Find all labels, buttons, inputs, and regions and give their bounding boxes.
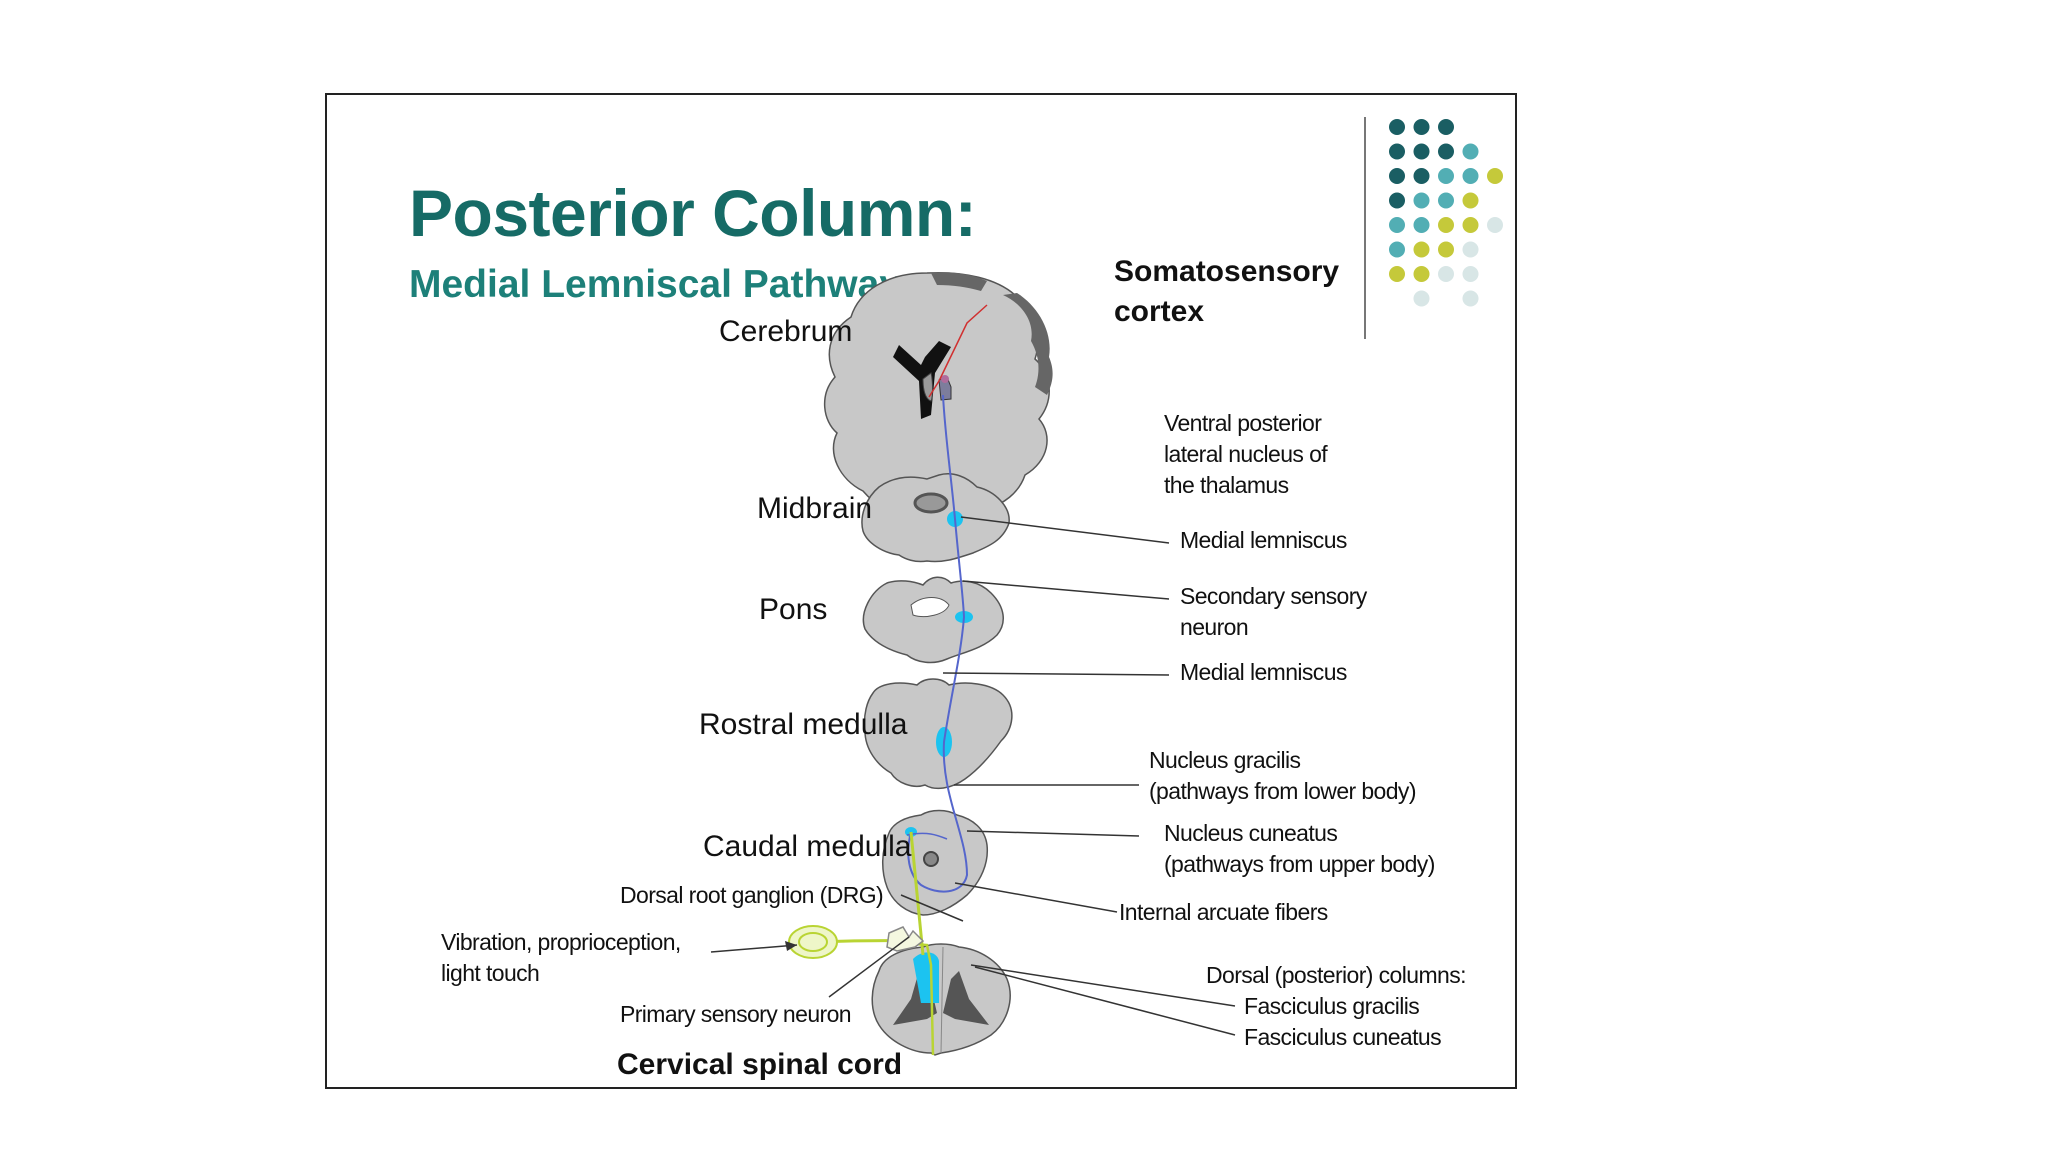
label-vpl-line3: the thalamus bbox=[1164, 472, 1289, 498]
decor-dot bbox=[1438, 119, 1454, 135]
decor-dot bbox=[1462, 241, 1479, 258]
label-fasciculus-cuneatus: Fasciculus cuneatus bbox=[1244, 1024, 1442, 1050]
decor-dot bbox=[1462, 143, 1479, 160]
decor-dot bbox=[1462, 266, 1479, 282]
decor-dot bbox=[1462, 168, 1479, 184]
label-vpl-line1: Ventral posterior bbox=[1164, 410, 1322, 436]
decor-dot bbox=[1438, 143, 1454, 160]
decor-dot bbox=[1413, 217, 1430, 233]
decor-dot bbox=[1487, 168, 1503, 184]
decor-dot bbox=[1438, 217, 1454, 233]
label-cuneatus-line2: (pathways from upper body) bbox=[1164, 851, 1435, 877]
label-medial-lemniscus-lower: Medial lemniscus bbox=[1180, 659, 1347, 685]
decor-dot bbox=[1413, 119, 1430, 135]
decor-dot bbox=[1413, 241, 1430, 258]
label-stimulus: Vibration, proprioception, light touch bbox=[441, 927, 681, 989]
drg-and-receptor bbox=[788, 925, 925, 959]
label-internal-arcuate-fibers: Internal arcuate fibers bbox=[1119, 899, 1328, 925]
region-rostral-medulla: Rostral medulla bbox=[699, 708, 908, 741]
decor-dot-grid bbox=[1389, 119, 1503, 307]
label-gracilis-line2: (pathways from lower body) bbox=[1149, 778, 1417, 804]
decor-dot bbox=[1389, 168, 1405, 184]
label-gracilis-line1: Nucleus gracilis bbox=[1149, 747, 1301, 773]
rostral-medulla-section bbox=[863, 678, 1013, 790]
decor-dot bbox=[1389, 241, 1405, 258]
label-primary-sensory-neuron: Primary sensory neuron bbox=[620, 1001, 852, 1027]
decor-dot bbox=[1389, 143, 1405, 160]
label-cuneatus-line1: Nucleus cuneatus bbox=[1164, 820, 1338, 846]
label-somatosensory-line1: Somatosensory bbox=[1114, 255, 1340, 288]
decor-dot bbox=[1438, 266, 1454, 282]
label-nucleus-cuneatus: Nucleus cuneatus (pathways from upper bo… bbox=[1164, 818, 1435, 880]
decor-dot bbox=[1462, 192, 1479, 209]
region-cervical-spinal-cord: Cervical spinal cord bbox=[617, 1048, 903, 1081]
decor-dot bbox=[1438, 241, 1454, 258]
label-vpl-thalamus: Ventral posterior lateral nucleus of the… bbox=[1164, 408, 1328, 501]
cervical-spinal-cord-section bbox=[871, 943, 1011, 1056]
label-dorsal-columns: Dorsal (posterior) columns: Fasciculus g… bbox=[1206, 960, 1466, 1053]
pathway-diagram bbox=[710, 119, 1503, 1056]
decor-dot bbox=[1462, 290, 1479, 307]
decor-dot bbox=[1389, 266, 1405, 282]
decor-dot bbox=[1487, 217, 1503, 233]
label-stimulus-line2: light touch bbox=[441, 960, 540, 986]
slide-subtitle: Medial Lemniscal Pathway bbox=[409, 263, 902, 306]
region-midbrain: Midbrain bbox=[757, 492, 873, 525]
decor-divider bbox=[1364, 117, 1366, 339]
decor-dot bbox=[1389, 192, 1405, 209]
decor-dot bbox=[1389, 217, 1405, 233]
decor-dot bbox=[1438, 168, 1454, 184]
region-caudal-medulla: Caudal medulla bbox=[703, 830, 912, 863]
label-medial-lemniscus-upper: Medial lemniscus bbox=[1180, 527, 1347, 553]
decor-dot bbox=[1462, 217, 1479, 233]
decor-dot bbox=[1413, 192, 1430, 209]
label-stimulus-line1: Vibration, proprioception, bbox=[441, 929, 681, 955]
label-secondary-sensory-neuron: Secondary sensory neuron bbox=[1180, 581, 1367, 643]
label-secondary-line2: neuron bbox=[1180, 614, 1249, 640]
label-somatosensory-line2: cortex bbox=[1114, 295, 1205, 328]
label-vpl-line2: lateral nucleus of bbox=[1164, 441, 1328, 467]
pons-section bbox=[862, 576, 1004, 664]
decor-dot bbox=[1413, 143, 1430, 160]
label-drg: Dorsal root ganglion (DRG) bbox=[620, 882, 884, 908]
decor-dot bbox=[1413, 168, 1430, 184]
decor-dot bbox=[1389, 119, 1405, 135]
decor-dot bbox=[1413, 266, 1430, 282]
region-cerebrum: Cerebrum bbox=[719, 315, 853, 348]
slide: Posterior Column: Medial Lemniscal Pathw… bbox=[325, 93, 1517, 1089]
region-pons: Pons bbox=[759, 593, 828, 626]
label-secondary-line1: Secondary sensory bbox=[1180, 583, 1367, 609]
decor-dot bbox=[1413, 290, 1430, 307]
midbrain-section bbox=[861, 473, 1010, 563]
label-dorsal-columns-heading: Dorsal (posterior) columns: bbox=[1206, 962, 1466, 988]
slide-title: Posterior Column: bbox=[409, 176, 977, 250]
decor-dot bbox=[1438, 192, 1454, 209]
label-nucleus-gracilis: Nucleus gracilis (pathways from lower bo… bbox=[1149, 745, 1417, 807]
leader-lines bbox=[710, 516, 1236, 1036]
label-fasciculus-gracilis: Fasciculus gracilis bbox=[1244, 993, 1420, 1019]
label-somatosensory-cortex: Somatosensory cortex bbox=[1114, 252, 1339, 332]
